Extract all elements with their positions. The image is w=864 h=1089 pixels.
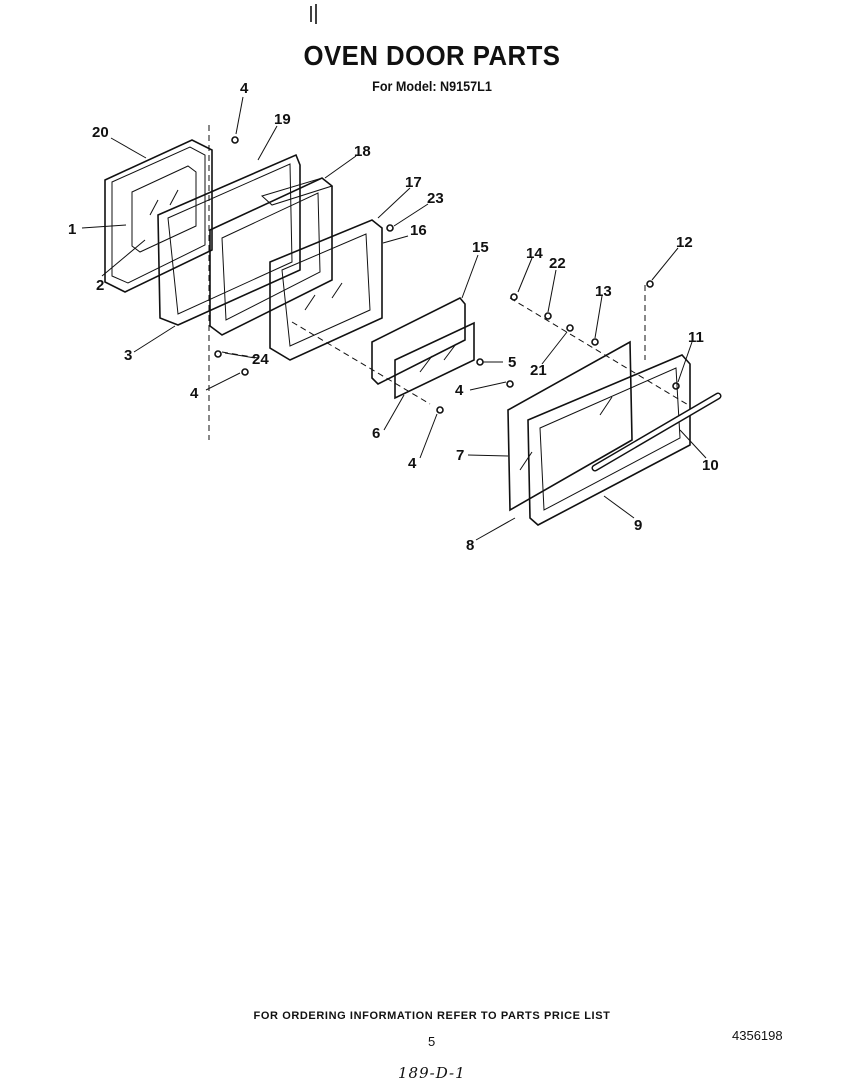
page-title: OVEN DOOR PARTS — [303, 40, 561, 71]
callout-21: 21 — [530, 362, 547, 379]
callout-18: 18 — [354, 143, 371, 160]
leader-lines — [81, 96, 707, 541]
callout-4-left: 4 — [190, 385, 199, 402]
callout-22: 22 — [549, 255, 566, 272]
callout-12: 12 — [676, 234, 693, 251]
part-19-frame — [157, 153, 301, 326]
part-6-glass — [394, 321, 475, 400]
callout-19: 19 — [274, 111, 291, 128]
part-9-door-frame — [527, 354, 691, 526]
callout-7: 7 — [456, 447, 464, 464]
callout-6: 6 — [372, 425, 380, 442]
callout-4-top: 4 — [240, 80, 249, 97]
page-number: 5 — [428, 1034, 436, 1049]
part-15-window-bracket — [371, 297, 466, 385]
part-20-outer-panel — [104, 139, 213, 293]
callout-1: 1 — [68, 221, 76, 238]
callout-3: 3 — [124, 347, 132, 364]
callout-9: 9 — [634, 517, 642, 534]
callout-11: 11 — [688, 329, 704, 346]
fasteners — [214, 136, 680, 414]
callout-23: 23 — [427, 190, 444, 207]
callout-4-low: 4 — [408, 455, 417, 472]
callout-16: 16 — [410, 222, 427, 239]
model-subtitle: For Model: N9157L1 — [372, 78, 492, 94]
callout-20: 20 — [92, 124, 109, 141]
part-10-handle — [591, 392, 722, 472]
callout-5: 5 — [508, 354, 516, 371]
part-16-inner-door — [269, 219, 383, 361]
part-7-outer-glass — [507, 340, 633, 512]
callout-17: 17 — [405, 174, 422, 191]
callout-8: 8 — [466, 537, 474, 554]
callout-4-mid: 4 — [455, 382, 464, 399]
callout-10: 10 — [702, 457, 719, 474]
callout-14: 14 — [526, 245, 543, 262]
callout-2: 2 — [96, 277, 104, 294]
ordering-note: FOR ORDERING INFORMATION REFER TO PARTS … — [253, 1010, 611, 1022]
handwritten-code: 189-D-1 — [398, 1064, 466, 1082]
callout-15: 15 — [472, 239, 489, 256]
part-18-insulation — [209, 177, 334, 336]
callout-13: 13 — [595, 283, 612, 300]
document-number: 4356198 — [732, 1028, 783, 1043]
callout-24: 24 — [252, 351, 269, 368]
